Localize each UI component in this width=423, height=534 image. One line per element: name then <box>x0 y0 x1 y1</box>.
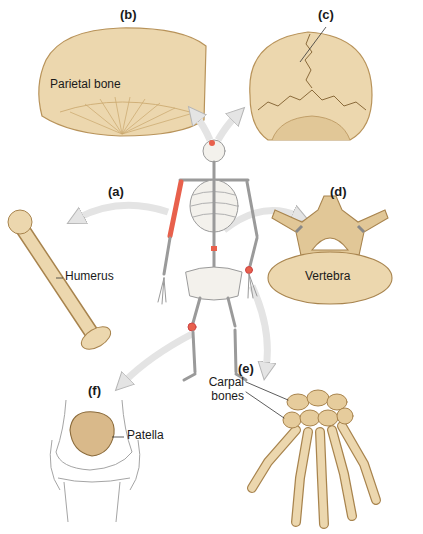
label-anchor: Humerus <box>65 270 114 284</box>
label-anchor: (b) <box>120 8 137 23</box>
skeleton <box>158 140 257 380</box>
parietal-bone <box>39 28 206 136</box>
panel-letter: (d) <box>330 185 347 200</box>
humerus-bone <box>8 210 114 354</box>
label-anchor: Parietal bone <box>50 78 121 92</box>
label-anchor: (e) <box>238 362 254 377</box>
pointer-arrows <box>78 116 298 382</box>
patella-bone <box>70 412 124 456</box>
label-anchor: (d) <box>330 185 347 200</box>
part-label: Humerus <box>65 270 114 284</box>
label-anchor: Carpal bones <box>194 376 244 404</box>
panel-letter: (f) <box>88 384 101 399</box>
knee-sketch <box>50 400 140 522</box>
vertebra-bone <box>268 196 392 304</box>
part-label: Vertebra <box>305 270 350 284</box>
label-anchor: (c) <box>318 8 334 23</box>
label-anchor: (a) <box>108 185 124 200</box>
hand-bones <box>246 382 376 524</box>
panel-letter: (b) <box>120 8 137 23</box>
part-label: Parietal bone <box>50 78 121 92</box>
skull-posterior <box>250 27 372 140</box>
panel-letter: (a) <box>108 185 124 200</box>
part-label: Patella <box>127 429 164 443</box>
part-label: Carpal bones <box>194 376 244 404</box>
label-anchor: (f) <box>88 384 101 399</box>
panel-letter: (e) <box>238 362 254 377</box>
panel-letter: (c) <box>318 8 334 23</box>
label-anchor: Vertebra <box>305 270 350 284</box>
label-anchor: Patella <box>127 429 164 443</box>
